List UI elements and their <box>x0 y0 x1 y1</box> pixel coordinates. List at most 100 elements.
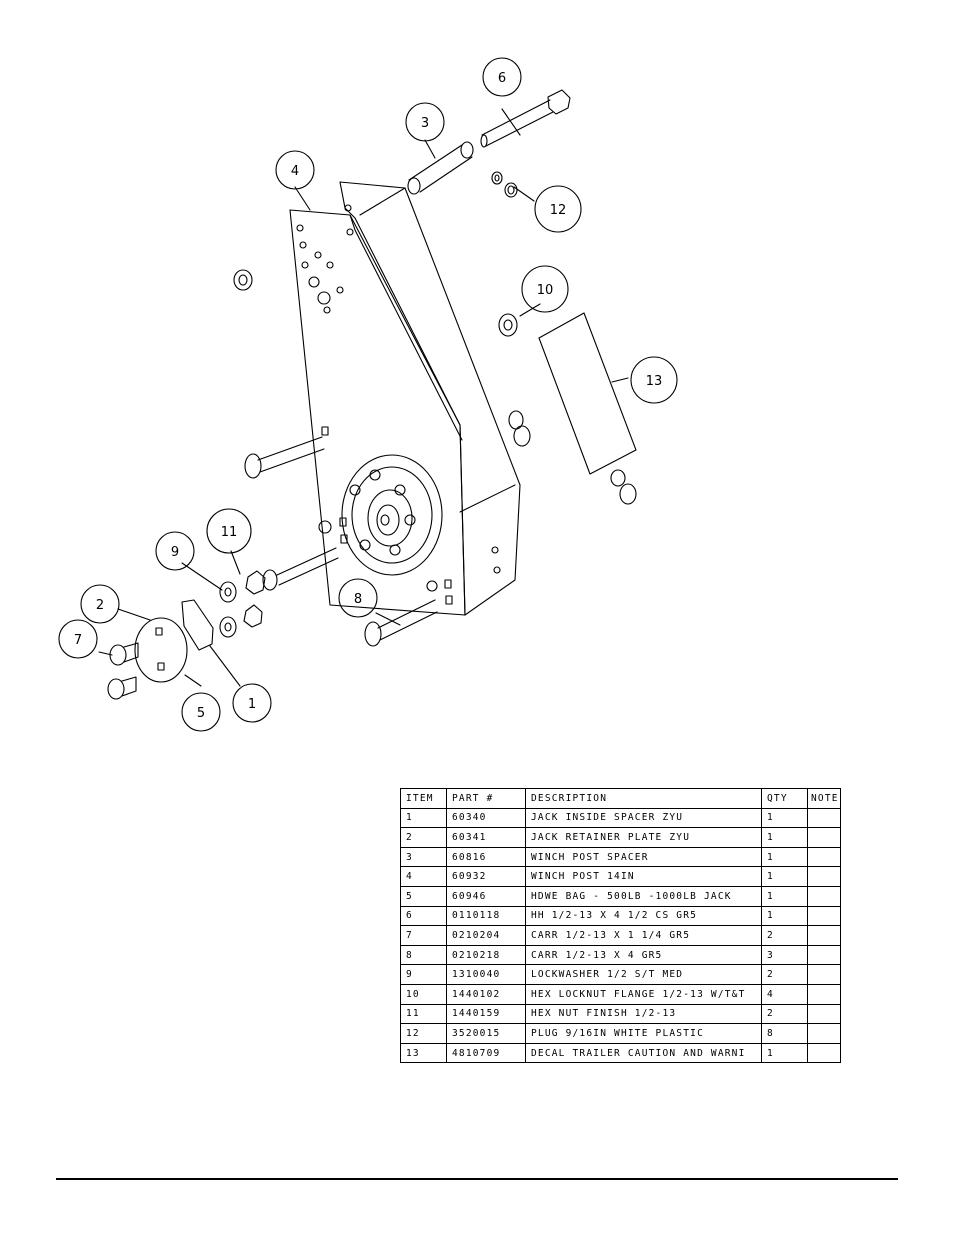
cell-qty: 1 <box>761 807 808 829</box>
cell-part-number: 60341 <box>446 827 526 848</box>
cell-part-number: 1310040 <box>446 964 526 985</box>
cell-qty: 2 <box>761 964 808 985</box>
cell-part-number: 0210218 <box>446 944 526 966</box>
cell-note <box>807 866 841 887</box>
balloon-12: 12 <box>534 185 582 233</box>
balloon-10: 10 <box>521 265 569 313</box>
cell-qty: 8 <box>761 1023 808 1044</box>
cell-part-number: 60932 <box>446 866 526 887</box>
cell-note <box>807 964 841 985</box>
svg-text:4: 4 <box>291 164 299 179</box>
cell-item: 4 <box>400 866 447 887</box>
cell-item: 2 <box>400 827 447 848</box>
decal <box>538 312 637 475</box>
svg-text:8: 8 <box>354 592 362 607</box>
header-qty: QTY <box>761 788 808 809</box>
footer-rule <box>56 1178 898 1180</box>
cell-description: HEX LOCKNUT FLANGE 1/2-13 W/T&T <box>525 983 762 1005</box>
cell-item: 11 <box>400 1003 447 1025</box>
cell-note <box>807 885 841 907</box>
cell-part-number: 60816 <box>446 846 526 868</box>
cell-part-number: 1440102 <box>446 983 526 1005</box>
svg-text:13: 13 <box>646 374 663 389</box>
cell-description: WINCH POST SPACER <box>525 846 762 868</box>
cell-part-number: 60340 <box>446 807 526 829</box>
cell-item: 1 <box>400 807 447 829</box>
balloon-4: 4 <box>275 150 315 190</box>
header-part-number: PART # <box>446 788 526 809</box>
cell-description: WINCH POST 14IN <box>525 866 762 887</box>
cell-description: LOCKWASHER 1/2 S/T MED <box>525 964 762 985</box>
balloon-2: 2 <box>80 584 120 624</box>
plugs <box>491 171 518 198</box>
cell-qty: 1 <box>761 885 808 907</box>
winch-post-plate <box>289 181 521 616</box>
svg-text:3: 3 <box>421 116 429 131</box>
cell-qty: 2 <box>761 1003 808 1025</box>
cell-note <box>807 983 841 1005</box>
svg-text:7: 7 <box>74 633 82 648</box>
cell-description: HH 1/2-13 X 4 1/2 CS GR5 <box>525 905 762 927</box>
table-header-row: ITEM PART # DESCRIPTION QTY NOTE <box>400 788 841 809</box>
cell-item: 6 <box>400 905 447 927</box>
svg-text:12: 12 <box>550 203 567 218</box>
cell-note <box>807 827 841 848</box>
cell-qty: 1 <box>761 827 808 848</box>
cell-note <box>807 807 841 829</box>
cell-item: 7 <box>400 925 447 946</box>
cell-part-number: 4810709 <box>446 1042 526 1064</box>
balloon-13: 13 <box>630 356 678 404</box>
cell-part-number: 0110118 <box>446 905 526 927</box>
item-balloons: 1 2 3 4 5 6 7 8 9 10 11 12 13 <box>58 57 678 732</box>
cell-description: DECAL TRAILER CAUTION AND WARNI <box>525 1042 762 1064</box>
retainer-hardware <box>134 570 266 683</box>
cell-part-number: 60946 <box>446 885 526 907</box>
cell-description: PLUG 9/16IN WHITE PLASTIC <box>525 1023 762 1044</box>
header-item: ITEM <box>400 788 447 809</box>
balloon-3: 3 <box>405 102 445 142</box>
cell-note <box>807 1003 841 1025</box>
cell-description: JACK INSIDE SPACER ZYU <box>525 807 762 829</box>
svg-text:2: 2 <box>96 598 104 613</box>
cell-item: 5 <box>400 885 447 907</box>
cell-description: CARR 1/2-13 X 1 1/4 GR5 <box>525 925 762 946</box>
cell-note <box>807 905 841 927</box>
svg-text:1: 1 <box>248 697 256 712</box>
cell-item: 9 <box>400 964 447 985</box>
cell-note <box>807 1023 841 1044</box>
balloon-8: 8 <box>338 578 378 618</box>
cell-note <box>807 925 841 946</box>
cell-note <box>807 944 841 966</box>
carriage-bolts <box>107 436 438 700</box>
cell-part-number: 0210204 <box>446 925 526 946</box>
balloon-9: 9 <box>155 531 195 571</box>
cell-qty: 4 <box>761 983 808 1005</box>
cell-description: HEX NUT FINISH 1/2-13 <box>525 1003 762 1025</box>
leader-lines <box>98 108 629 687</box>
balloon-5: 5 <box>181 692 221 732</box>
header-note: NOTE <box>807 788 841 809</box>
svg-text:10: 10 <box>537 283 554 298</box>
cell-note <box>807 846 841 868</box>
cell-item: 3 <box>400 846 447 868</box>
cell-part-number: 3520015 <box>446 1023 526 1044</box>
svg-text:6: 6 <box>498 71 506 86</box>
cell-qty: 1 <box>761 866 808 887</box>
cell-qty: 1 <box>761 905 808 927</box>
cell-part-number: 1440159 <box>446 1003 526 1025</box>
hex-bolt <box>480 89 571 148</box>
